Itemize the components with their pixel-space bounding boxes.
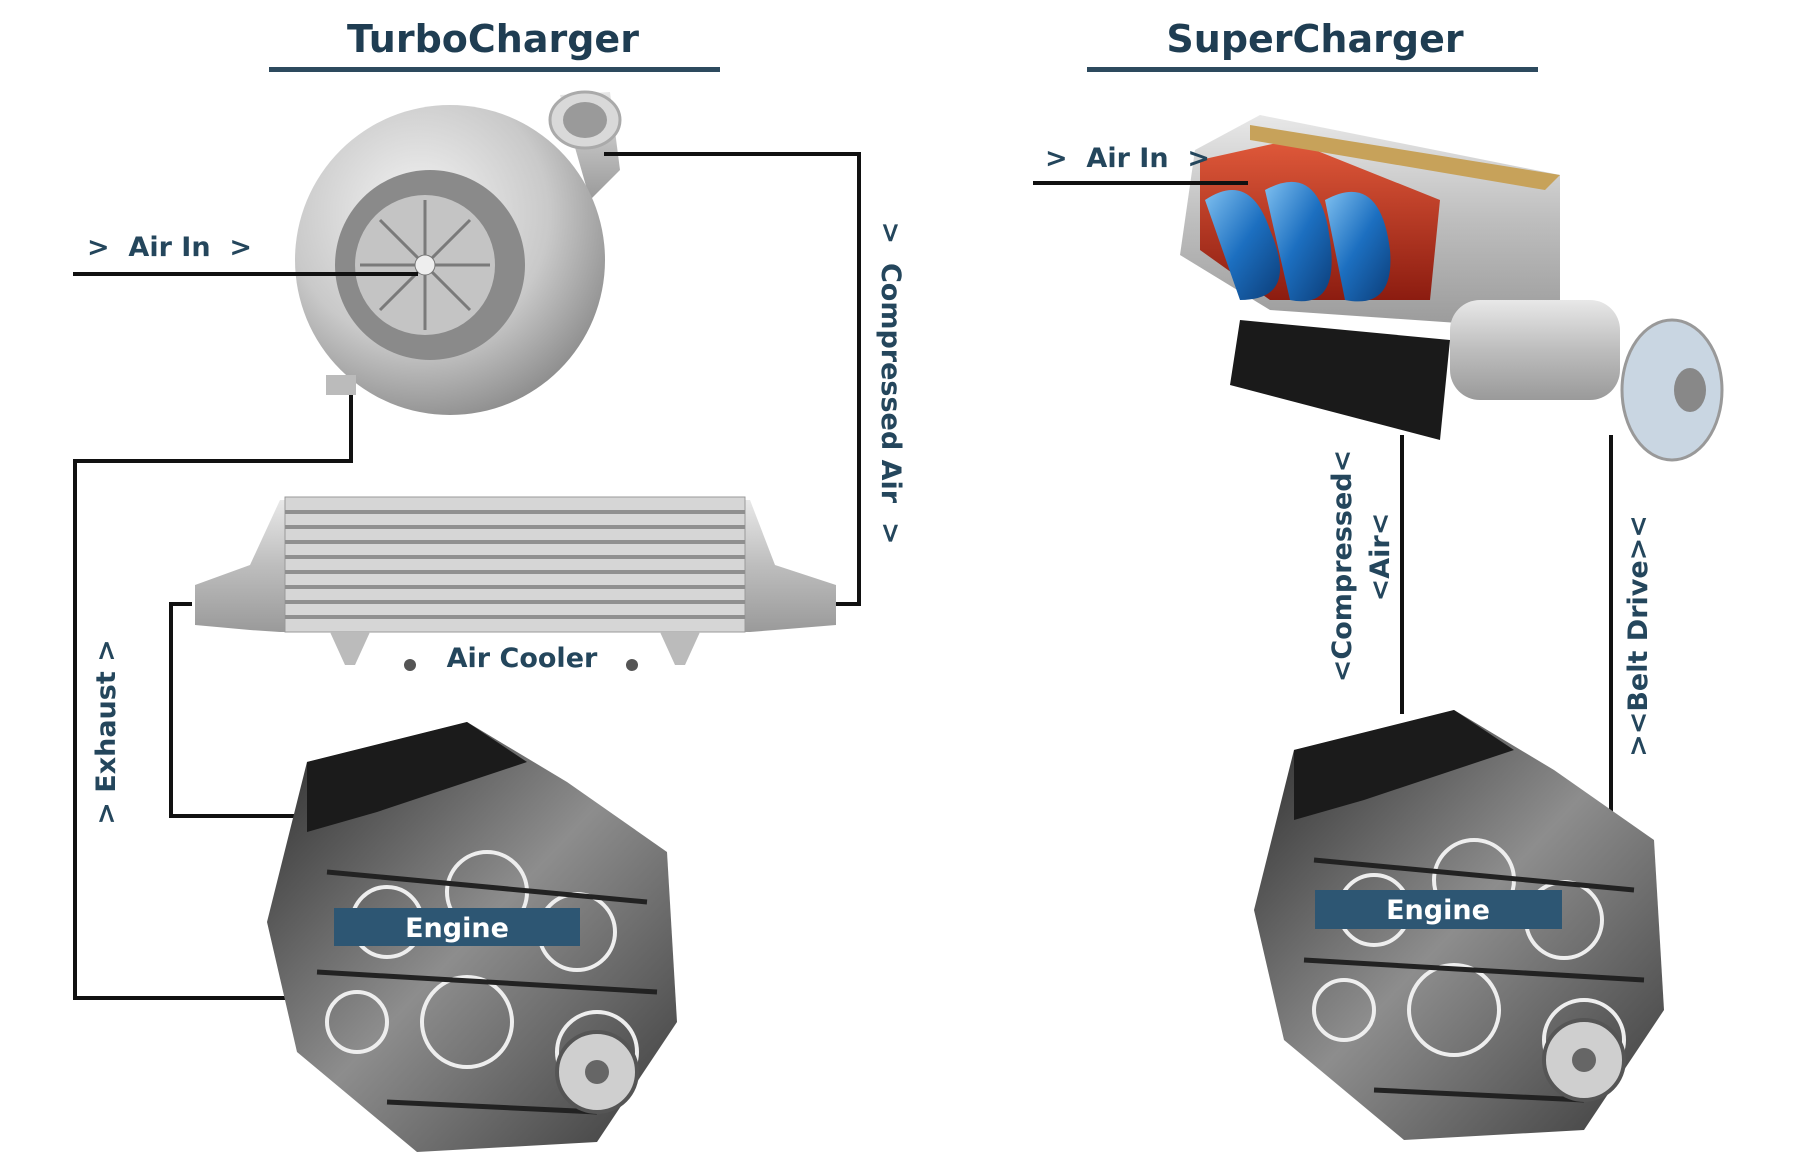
super-compressed-label-line2: <Air< — [1365, 513, 1396, 602]
turbocharger-title: TurboCharger — [347, 17, 639, 61]
compressed-air-line — [604, 152, 861, 606]
air-cooler-image — [195, 496, 836, 671]
turbo-air-in-label: > Air In > — [87, 232, 252, 263]
air-cooler-label: Air Cooler — [447, 643, 598, 674]
belt-drive-label: ><Belt Drive>< — [1623, 515, 1654, 757]
supercharger-title-underline — [1087, 67, 1538, 72]
turbocharger-image — [295, 90, 622, 415]
super-engine-label-box — [1315, 890, 1562, 929]
exhaust-line — [73, 395, 360, 1000]
compressed-air-label: > Compressed Air > — [875, 222, 906, 545]
turbo-engine-label: Engine — [405, 913, 509, 944]
supercharger-image — [1180, 115, 1724, 462]
super-compressed-label-line1: <Compressed< — [1327, 450, 1358, 682]
supercharger-title: SuperCharger — [1166, 17, 1463, 61]
super-air-in-label: > Air In > — [1045, 143, 1210, 174]
super-engine-label: Engine — [1386, 895, 1490, 926]
turbo-engine-label-box — [334, 908, 580, 946]
cooler-to-engine-line — [169, 602, 406, 818]
turbocharger-title-underline — [269, 67, 720, 72]
exhaust-label: > Exhaust > — [91, 639, 122, 825]
